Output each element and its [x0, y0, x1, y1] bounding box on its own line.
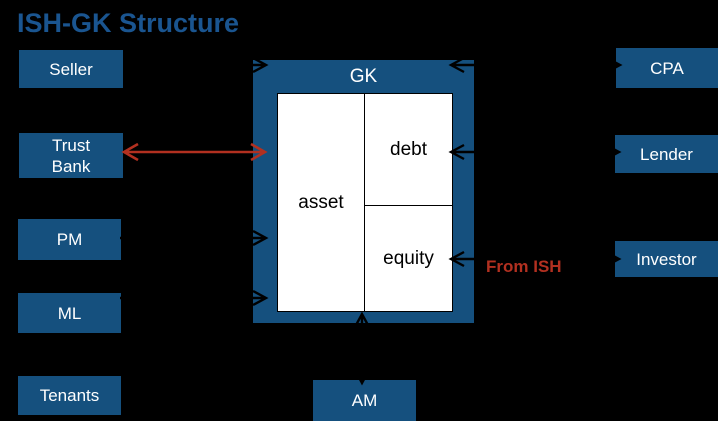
node-tenants-label: Tenants — [39, 386, 100, 405]
asset-cell: asset — [278, 94, 365, 311]
debt-label: debt — [390, 138, 427, 160]
gk-box: GK asset debt equity — [253, 60, 474, 323]
node-investor: Investor — [615, 241, 718, 277]
equity-cell: equity — [365, 206, 452, 311]
node-ml: ML — [18, 293, 121, 333]
node-pm: PM — [18, 219, 121, 260]
node-trust-bank-label: Trust Bank — [51, 135, 91, 176]
node-investor-label: Investor — [636, 249, 697, 269]
arrow-lender-gk-icon — [448, 143, 622, 161]
node-cpa-label: CPA — [650, 58, 684, 78]
node-am-label: AM — [351, 391, 378, 410]
arrow-cpa-gk-icon — [448, 56, 623, 74]
arrow-ml-gk-icon — [120, 289, 269, 307]
node-trust-bank: Trust Bank — [19, 133, 123, 178]
node-seller-label: Seller — [49, 59, 93, 79]
node-tenants: Tenants — [18, 376, 121, 415]
arrow-seller-gk-icon — [123, 56, 269, 74]
equity-label: equity — [383, 247, 434, 269]
node-lender-label: Lender — [640, 144, 693, 164]
node-am: AM — [313, 380, 416, 421]
node-lender: Lender — [615, 135, 718, 173]
from-ish-label: From ISH — [486, 257, 562, 276]
gk-inner-box: asset debt equity — [277, 93, 453, 312]
page-title: ISH-GK Structure — [17, 8, 240, 38]
arrow-am-gk-icon — [353, 311, 371, 386]
node-ml-label: ML — [57, 303, 82, 323]
liability-cells: debt equity — [365, 94, 452, 311]
arrow-pm-gk-icon — [120, 229, 269, 247]
node-seller: Seller — [19, 50, 123, 88]
asset-label: asset — [298, 191, 344, 213]
arrow-trust-bank-gk-icon — [121, 142, 268, 162]
debt-cell: debt — [365, 94, 452, 206]
node-cpa: CPA — [616, 48, 718, 88]
gk-label: GK — [349, 66, 378, 87]
node-pm-label: PM — [56, 230, 83, 249]
